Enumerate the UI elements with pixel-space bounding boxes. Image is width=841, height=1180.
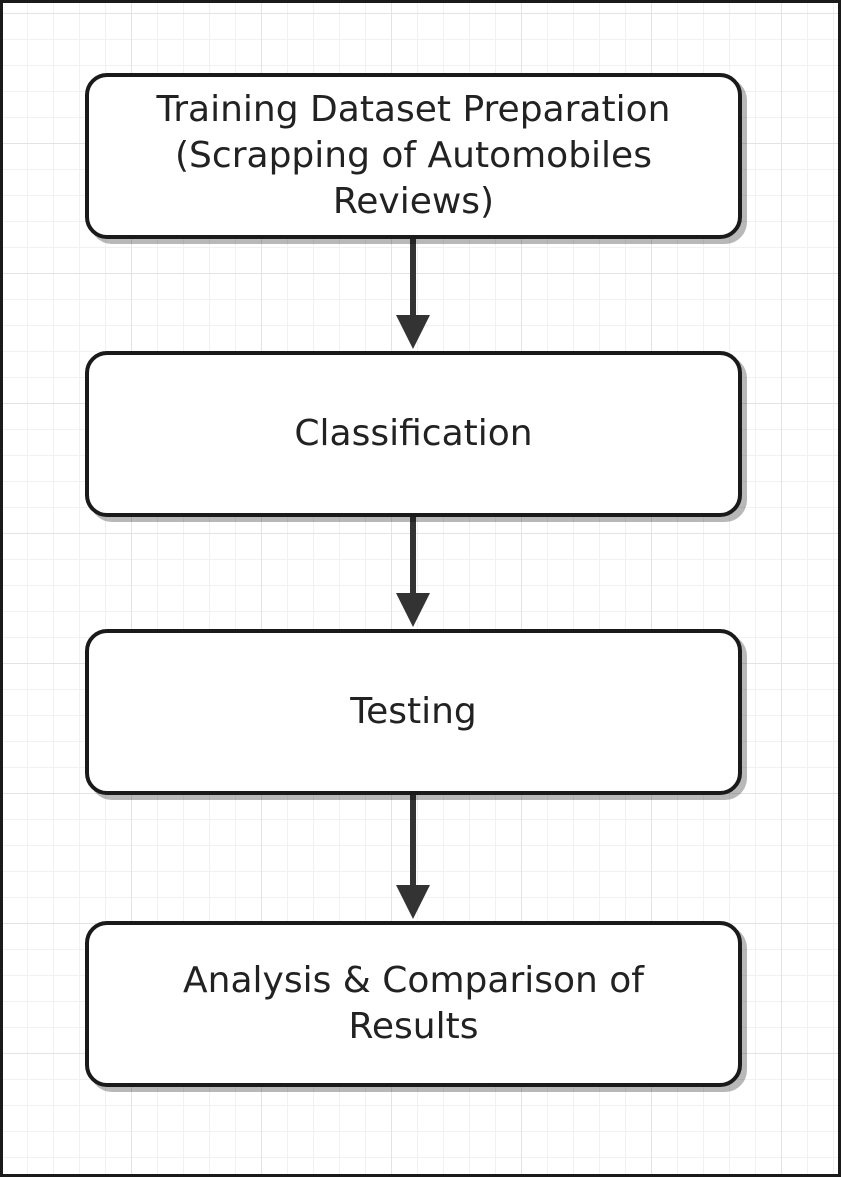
arrow-2-to-3 [396,517,430,627]
node-analysis-comparison: Analysis & Comparison of Results [85,921,742,1087]
arrow-3-to-4 [396,795,430,919]
node-testing: Testing [85,629,742,795]
node-classification: Classification [85,351,742,517]
node-training-dataset-preparation: Training Dataset Preparation (Scrapping … [85,73,742,239]
arrow-1-to-2 [396,239,430,349]
